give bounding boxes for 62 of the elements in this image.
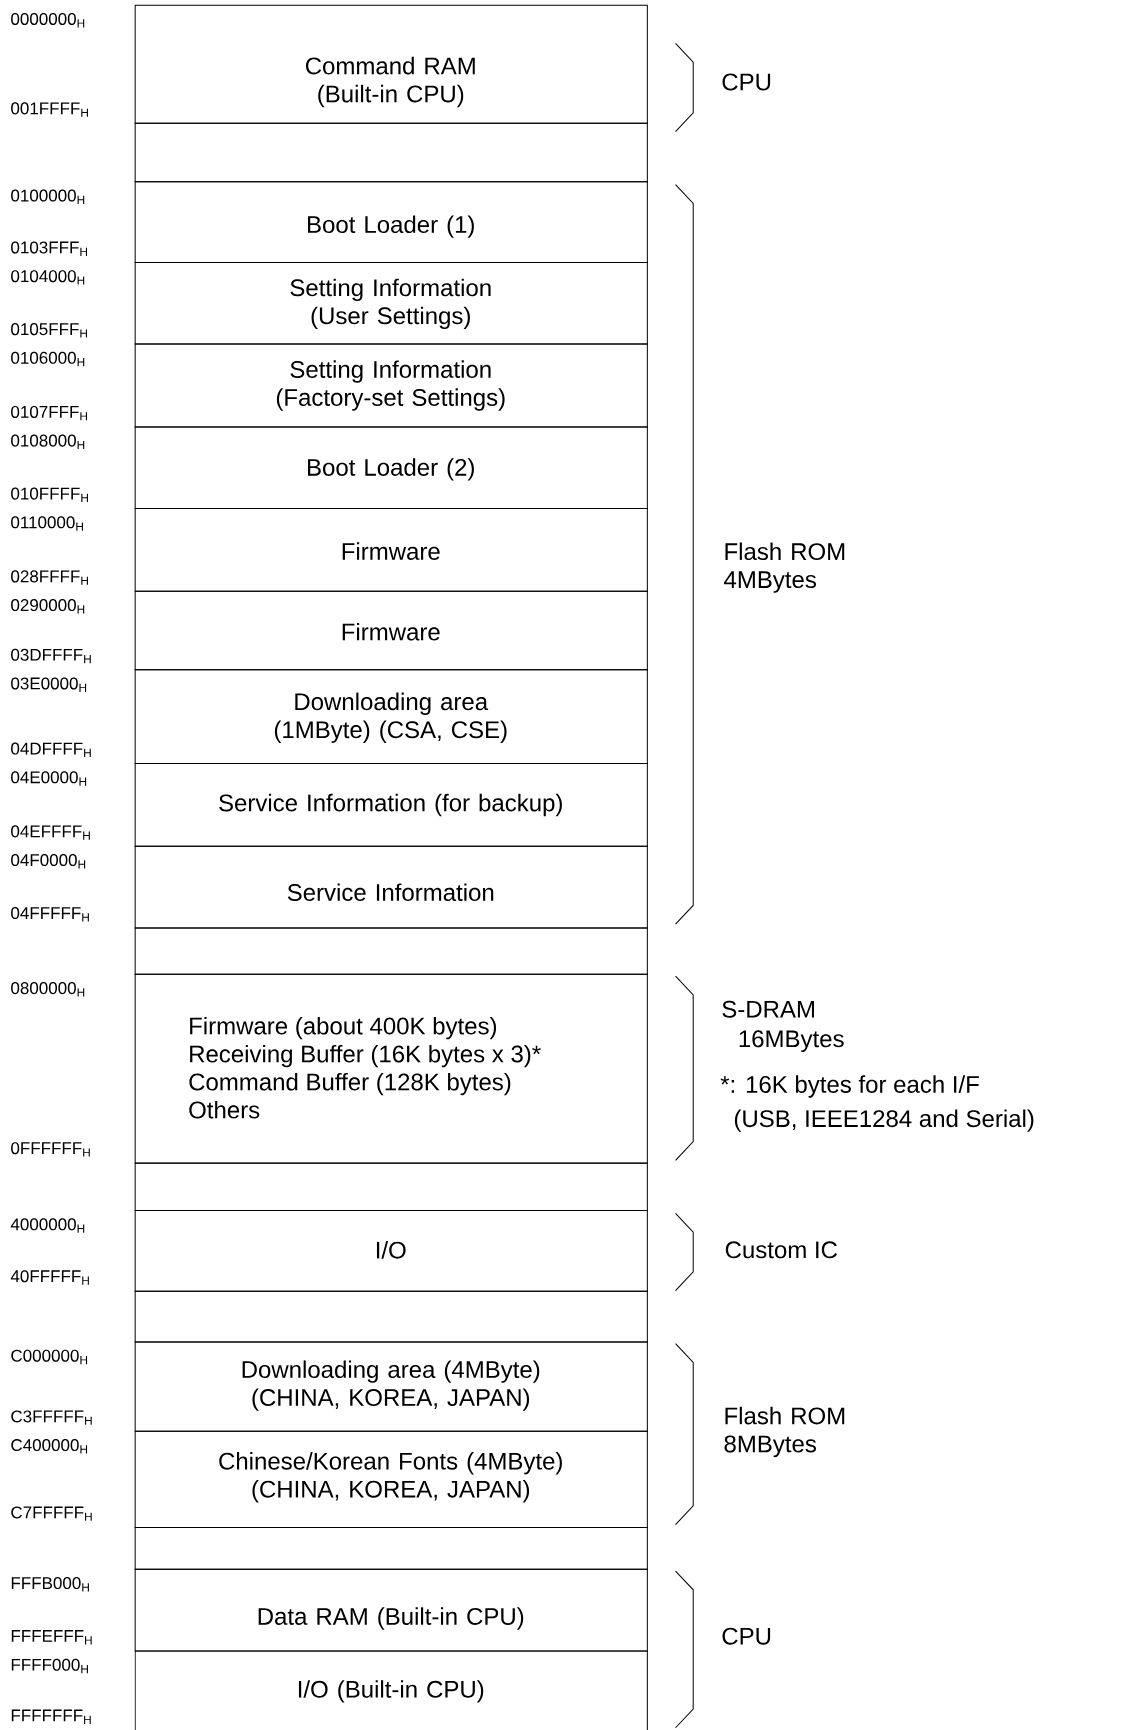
memory-block: Data RAM (Built-in CPU) bbox=[134, 1568, 648, 1652]
address-label: 0105FFF$_{H}$ bbox=[11, 323, 87, 338]
region-label: Custom IC bbox=[725, 1241, 838, 1259]
memory-block: Downloading area (1MByte) (CSA, CSE) bbox=[134, 669, 648, 765]
memory-block: Firmware (about 400K bytes) Receiving Buffer (16K bytes x 3)* Command Buffer (128K bytes) Others bbox=[134, 973, 648, 1164]
region-label: (USB, IEEE1284 and Serial) bbox=[734, 1109, 1034, 1132]
memory-block: I/O bbox=[134, 1210, 648, 1292]
address-label: 04F0000$_{H}$ bbox=[11, 854, 86, 869]
address-label: 04EFFFF$_{H}$ bbox=[11, 825, 90, 840]
address-label: 0106000$_{H}$ bbox=[11, 351, 85, 367]
region-label: 16MBytes bbox=[739, 1030, 844, 1053]
memory-block: Chinese/Korean Fonts (4MByte) (CHINA, KOREA, JAPAN) bbox=[134, 1430, 648, 1528]
memory-block: Boot Loader (2) bbox=[134, 426, 648, 510]
memory-block: Boot Loader (1) bbox=[134, 181, 648, 263]
address-label: 0800000$_{H}$ bbox=[11, 982, 85, 997]
address-label: C7FFFFF$_{H}$ bbox=[11, 1506, 92, 1521]
address-label: 0108000$_{H}$ bbox=[11, 434, 85, 450]
address-label: 0FFFFFF$_{H}$ bbox=[11, 1142, 90, 1157]
address-label: FFFB000$_{H}$ bbox=[11, 1577, 89, 1592]
address-label: 0000000$_{H}$ bbox=[11, 12, 85, 28]
address-label: 028FFFF$_{H}$ bbox=[11, 570, 88, 585]
region-label: S-DRAM bbox=[722, 1000, 814, 1018]
region-label: Flash ROM 4MBytes bbox=[724, 542, 845, 593]
memory-block: Firmware bbox=[134, 508, 648, 592]
address-label: 0103FFF$_{H}$ bbox=[11, 241, 87, 256]
address-label: FFFFFFF$_{H}$ bbox=[11, 1709, 91, 1724]
address-label: 03E0000$_{H}$ bbox=[11, 677, 87, 692]
memory-block: Setting Information (User Settings) bbox=[134, 261, 648, 345]
gap-block bbox=[134, 1290, 648, 1343]
address-label: C400000$_{H}$ bbox=[11, 1439, 88, 1454]
address-label: 0107FFF$_{H}$ bbox=[11, 405, 87, 421]
gap-block bbox=[134, 1526, 648, 1570]
address-label: 04E0000$_{H}$ bbox=[11, 771, 87, 786]
memory-block: Service Information bbox=[134, 845, 648, 929]
memory-block: Setting Information (Factory-set Settings) bbox=[134, 343, 648, 428]
address-label: C000000$_{H}$ bbox=[11, 1349, 88, 1365]
memory-block: Downloading area (4MByte) (CHINA, KOREA, JAPAN) bbox=[134, 1341, 648, 1432]
region-label: CPU bbox=[722, 1627, 771, 1645]
address-label: 0104000$_{H}$ bbox=[11, 270, 85, 285]
address-label: 4000000$_{H}$ bbox=[10, 1218, 85, 1233]
address-label: 0290000$_{H}$ bbox=[11, 599, 85, 614]
address-label: 03DFFFF$_{H}$ bbox=[11, 648, 91, 664]
address-label: 001FFFF$_{H}$ bbox=[11, 102, 88, 117]
address-label: FFFEFFF$_{H}$ bbox=[11, 1630, 92, 1645]
address-label: 40FFFFF$_{H}$ bbox=[10, 1270, 89, 1285]
address-label: 0100000$_{H}$ bbox=[11, 189, 85, 204]
gap-block bbox=[134, 927, 648, 975]
address-label: 0110000$_{H}$ bbox=[11, 516, 83, 531]
address-label: C3FFFFF$_{H}$ bbox=[11, 1410, 92, 1425]
memory-block: Command RAM (Built-in CPU) bbox=[134, 4, 648, 124]
address-label: 04FFFFF$_{H}$ bbox=[11, 907, 89, 922]
region-label: *: 16K bytes for each I/F bbox=[720, 1075, 979, 1098]
memory-block: Service Information (for backup) bbox=[134, 763, 648, 847]
gap-block bbox=[134, 1162, 648, 1212]
gap-block bbox=[134, 122, 648, 183]
region-label: CPU bbox=[722, 73, 771, 91]
memory-block: I/O (Built-in CPU) bbox=[134, 1650, 648, 1730]
address-label: FFFF000$_{H}$ bbox=[11, 1658, 88, 1674]
memory-block: Firmware bbox=[134, 590, 648, 671]
address-label: 010FFFF$_{H}$ bbox=[11, 487, 88, 503]
region-label: Flash ROM 8MBytes bbox=[724, 1406, 845, 1458]
address-label: 04DFFFF$_{H}$ bbox=[11, 742, 91, 758]
